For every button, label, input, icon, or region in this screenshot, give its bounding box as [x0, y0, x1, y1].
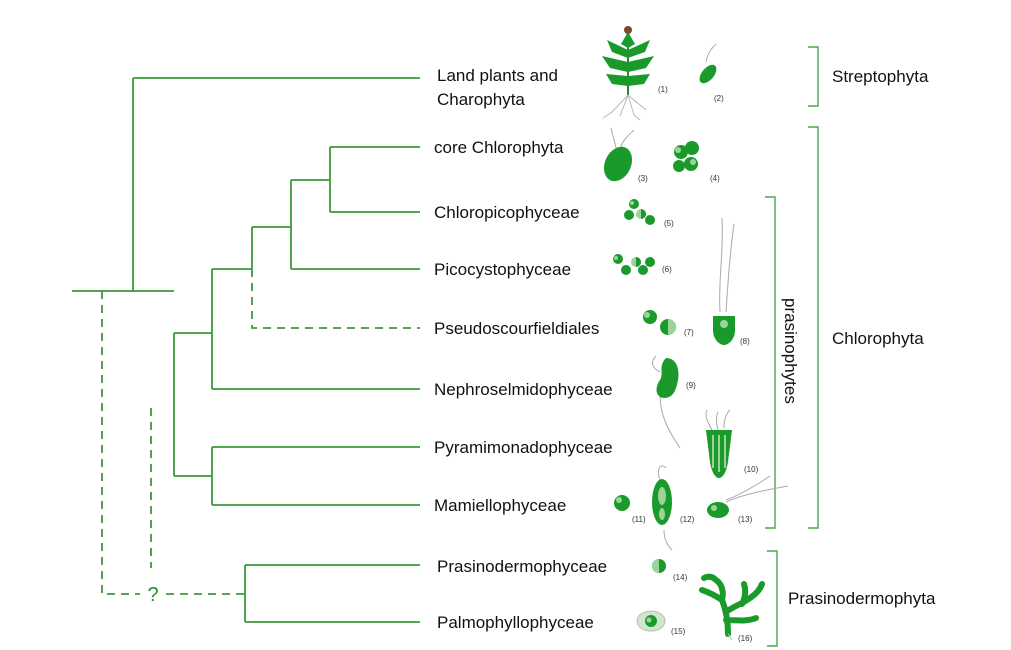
taxon-palmophyllophyceae: Palmophyllophyceae — [437, 613, 594, 632]
tree-branches — [72, 77, 420, 623]
taxon-pseudoscourfieldiales: Pseudoscourfieldiales — [434, 319, 599, 338]
taxon-picocystophyceae: Picocystophyceae — [434, 260, 571, 279]
taxon-core-chlorophyta: core Chlorophyta — [434, 138, 564, 157]
image-label-4: (4) — [710, 174, 720, 183]
image-label-10: (10) — [744, 465, 759, 474]
image-label-15: (15) — [671, 627, 686, 636]
taxon-labels: Land plants and Charophyta core Chloroph… — [434, 66, 613, 632]
organism-illustrations: (1) (2) (3) (4) (5) (6) (7) — [602, 26, 789, 643]
bracket-prasinodermophyta — [767, 550, 778, 647]
image-label-5: (5) — [664, 219, 674, 228]
taxon-mamiellophyceae: Mamiellophyceae — [434, 496, 566, 515]
uncertain-branches: ? — [101, 269, 420, 606]
taxon-nephroselmidophyceae: Nephroselmidophyceae — [434, 380, 613, 399]
image-label-3: (3) — [638, 174, 648, 183]
image-label-1: (1) — [658, 85, 668, 94]
group-label-prasinodermophyta: Prasinodermophyta — [788, 589, 936, 608]
taxon-land-plants-line2: Charophyta — [437, 90, 525, 109]
image-label-12: (12) — [680, 515, 695, 524]
image-label-6: (6) — [662, 265, 672, 274]
thallus-illustration — [699, 573, 765, 641]
group-label-prasinophytes: prasinophytes — [781, 298, 800, 404]
uncertain-question-mark: ? — [147, 584, 158, 606]
group-label-streptophyta: Streptophyta — [832, 67, 929, 86]
image-label-2: (2) — [714, 94, 724, 103]
bracket-chlorophyta — [808, 126, 819, 529]
image-label-16: (16) — [738, 634, 753, 643]
image-label-8: (8) — [740, 337, 750, 346]
taxon-chloropicophyceae: Chloropicophyceae — [434, 203, 580, 222]
image-label-14: (14) — [673, 573, 688, 582]
bracket-streptophyta — [808, 46, 819, 107]
image-label-13: (13) — [738, 515, 753, 524]
dashed-pseudoscourfieldiales — [251, 269, 420, 329]
image-label-11: (11) — [632, 515, 646, 524]
group-label-chlorophyta: Chlorophyta — [832, 329, 924, 348]
taxon-prasinodermophyceae: Prasinodermophyceae — [437, 557, 607, 576]
group-brackets: Streptophyta Chlorophyta prasinophytes P… — [765, 46, 936, 647]
image-label-7: (7) — [684, 328, 694, 337]
land-plant-illustration — [602, 26, 654, 121]
dashed-root-connector — [101, 291, 140, 595]
taxon-pyramimonadophyceae: Pyramimonadophyceae — [434, 438, 613, 457]
image-label-9: (9) — [686, 381, 696, 390]
bracket-prasinophytes — [765, 196, 776, 529]
taxon-land-plants-line1: Land plants and — [437, 66, 558, 85]
